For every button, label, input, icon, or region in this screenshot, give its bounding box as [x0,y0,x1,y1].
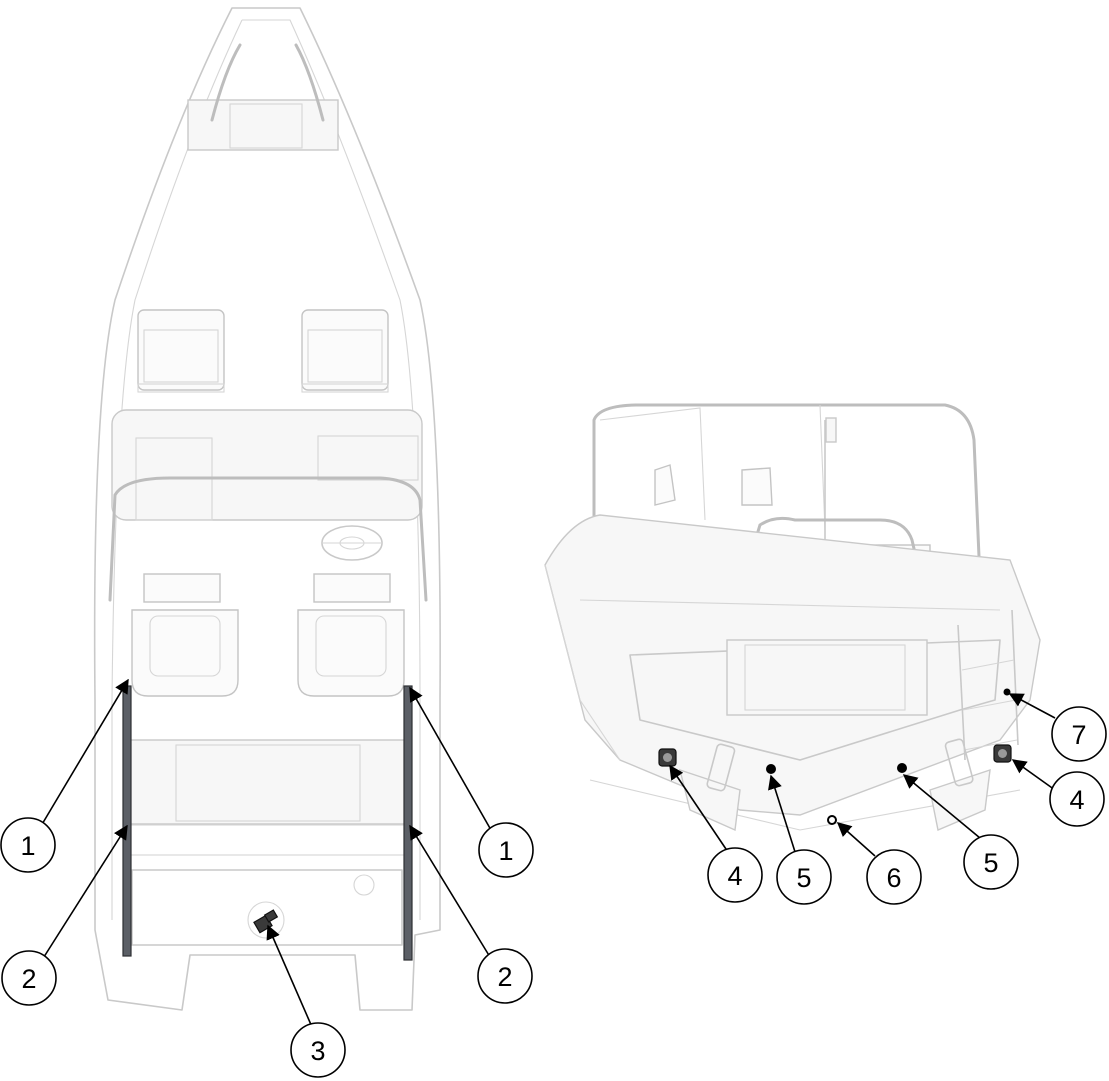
callout-3-label: 3 [310,1036,325,1066]
part-7-fitting [1003,688,1011,696]
callout-2-left-label: 2 [21,964,36,994]
part-4-left-fitting-inner [663,753,672,762]
callout-5-left: 5 [776,849,832,905]
part-6-drain-plug [827,815,837,825]
callout-1-right-label: 1 [498,836,513,866]
left-dark-rail [122,685,132,957]
callout-1-right: 1 [478,822,534,878]
forward-seat-left [137,309,225,393]
callout-7: 7 [1051,706,1107,762]
callout-1-left-label: 1 [20,831,35,861]
callout-2-right: 2 [477,948,533,1004]
callout-3: 3 [290,1022,346,1078]
callout-6-label: 6 [886,863,901,893]
callouts: 1 1 2 2 3 4 5 6 [0,678,1107,1078]
callout-5-right: 5 [963,834,1019,890]
callout-2-left: 2 [1,950,57,1006]
callout-4-left-label: 4 [727,861,742,891]
trim-tab-right [929,738,991,831]
transom-fitting-part-3 [253,909,279,934]
swim-ladder [957,609,1019,761]
steering-wheel [321,525,383,561]
forward-seat-right [301,309,389,393]
callout-6: 6 [866,849,922,905]
boat-top-view [93,7,441,1011]
callout-4-right: 4 [1049,771,1105,827]
helm-seat-right [297,573,405,697]
boat-rear-view [544,403,1041,832]
callout-7-label: 7 [1071,720,1086,750]
part-5-right-hole [897,763,907,773]
trim-tab-left [679,743,741,832]
callout-5-right-label: 5 [983,848,998,878]
callout-1-left: 1 [0,817,56,873]
callout-2-right-label: 2 [497,962,512,992]
callout-5-left-label: 5 [796,863,811,893]
callout-4-right-label: 4 [1069,785,1084,815]
callout-4-left: 4 [707,847,763,903]
part-4-right-fitting-inner [998,749,1007,758]
right-dark-rail [403,685,413,961]
part-5-left-hole [766,764,776,774]
helm-seat-left [131,573,239,697]
